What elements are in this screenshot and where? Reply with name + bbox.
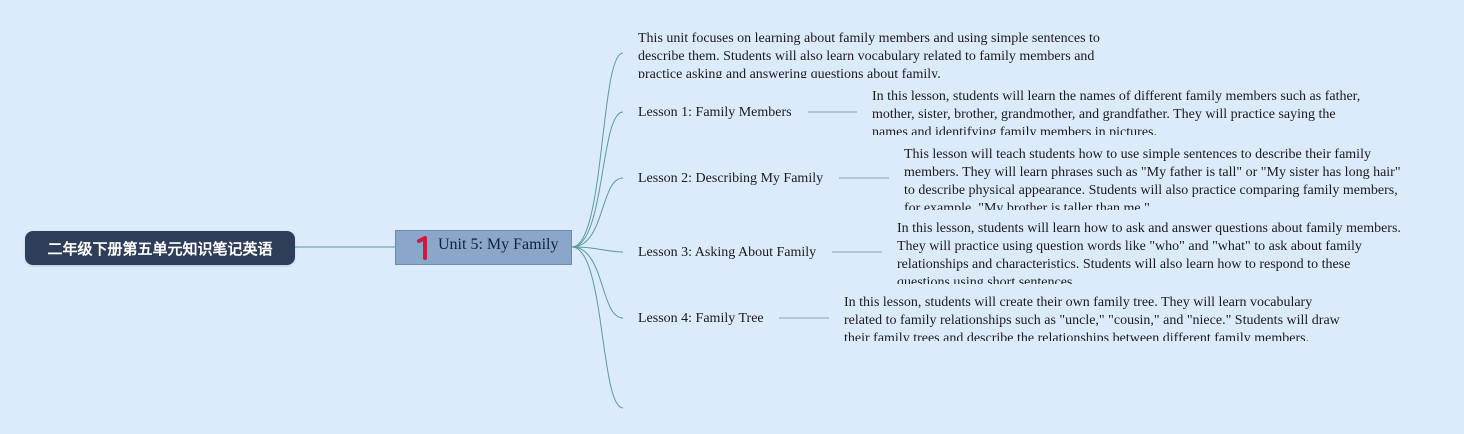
lesson-1-description: In this lesson, students will learn the … [872, 89, 1361, 135]
unit-to-intro-connector [571, 52, 624, 248]
lesson-4-description: In this lesson, students will create the… [844, 295, 1340, 341]
lesson-3-topic[interactable]: Lesson 3: Asking About Family [638, 245, 817, 260]
root-topic-label: 二年级下册第五单元知识笔记英语 [47, 239, 273, 258]
lesson-2-description: This lesson will teach students how to u… [904, 147, 1401, 210]
lesson-1-topic[interactable]: Lesson 1: Family Members [638, 105, 792, 120]
lesson-2-topic[interactable]: Lesson 2: Describing My Family [638, 171, 824, 186]
unit-to-lesson-4-connector [571, 246, 624, 319]
lesson-3-description: In this lesson, students will learn how … [897, 221, 1401, 284]
root-topic[interactable]: 二年级下册第五单元知识笔记英语 [25, 231, 295, 265]
unit-to-lesson-3-connector [571, 246, 624, 253]
unit-topic[interactable]: Unit 5: My Family [395, 230, 572, 265]
unit-to-lesson-2-connector [571, 177, 624, 248]
unit-intro-text: This unit focuses on learning about fami… [638, 31, 1100, 78]
number-one-marker-icon [417, 236, 427, 260]
unit-to-lesson-1-connector [571, 111, 624, 248]
lesson-4-topic[interactable]: Lesson 4: Family Tree [638, 311, 764, 326]
unit-topic-label: Unit 5: My Family [438, 236, 559, 253]
unit-to-empty-branch-connector [571, 246, 624, 409]
